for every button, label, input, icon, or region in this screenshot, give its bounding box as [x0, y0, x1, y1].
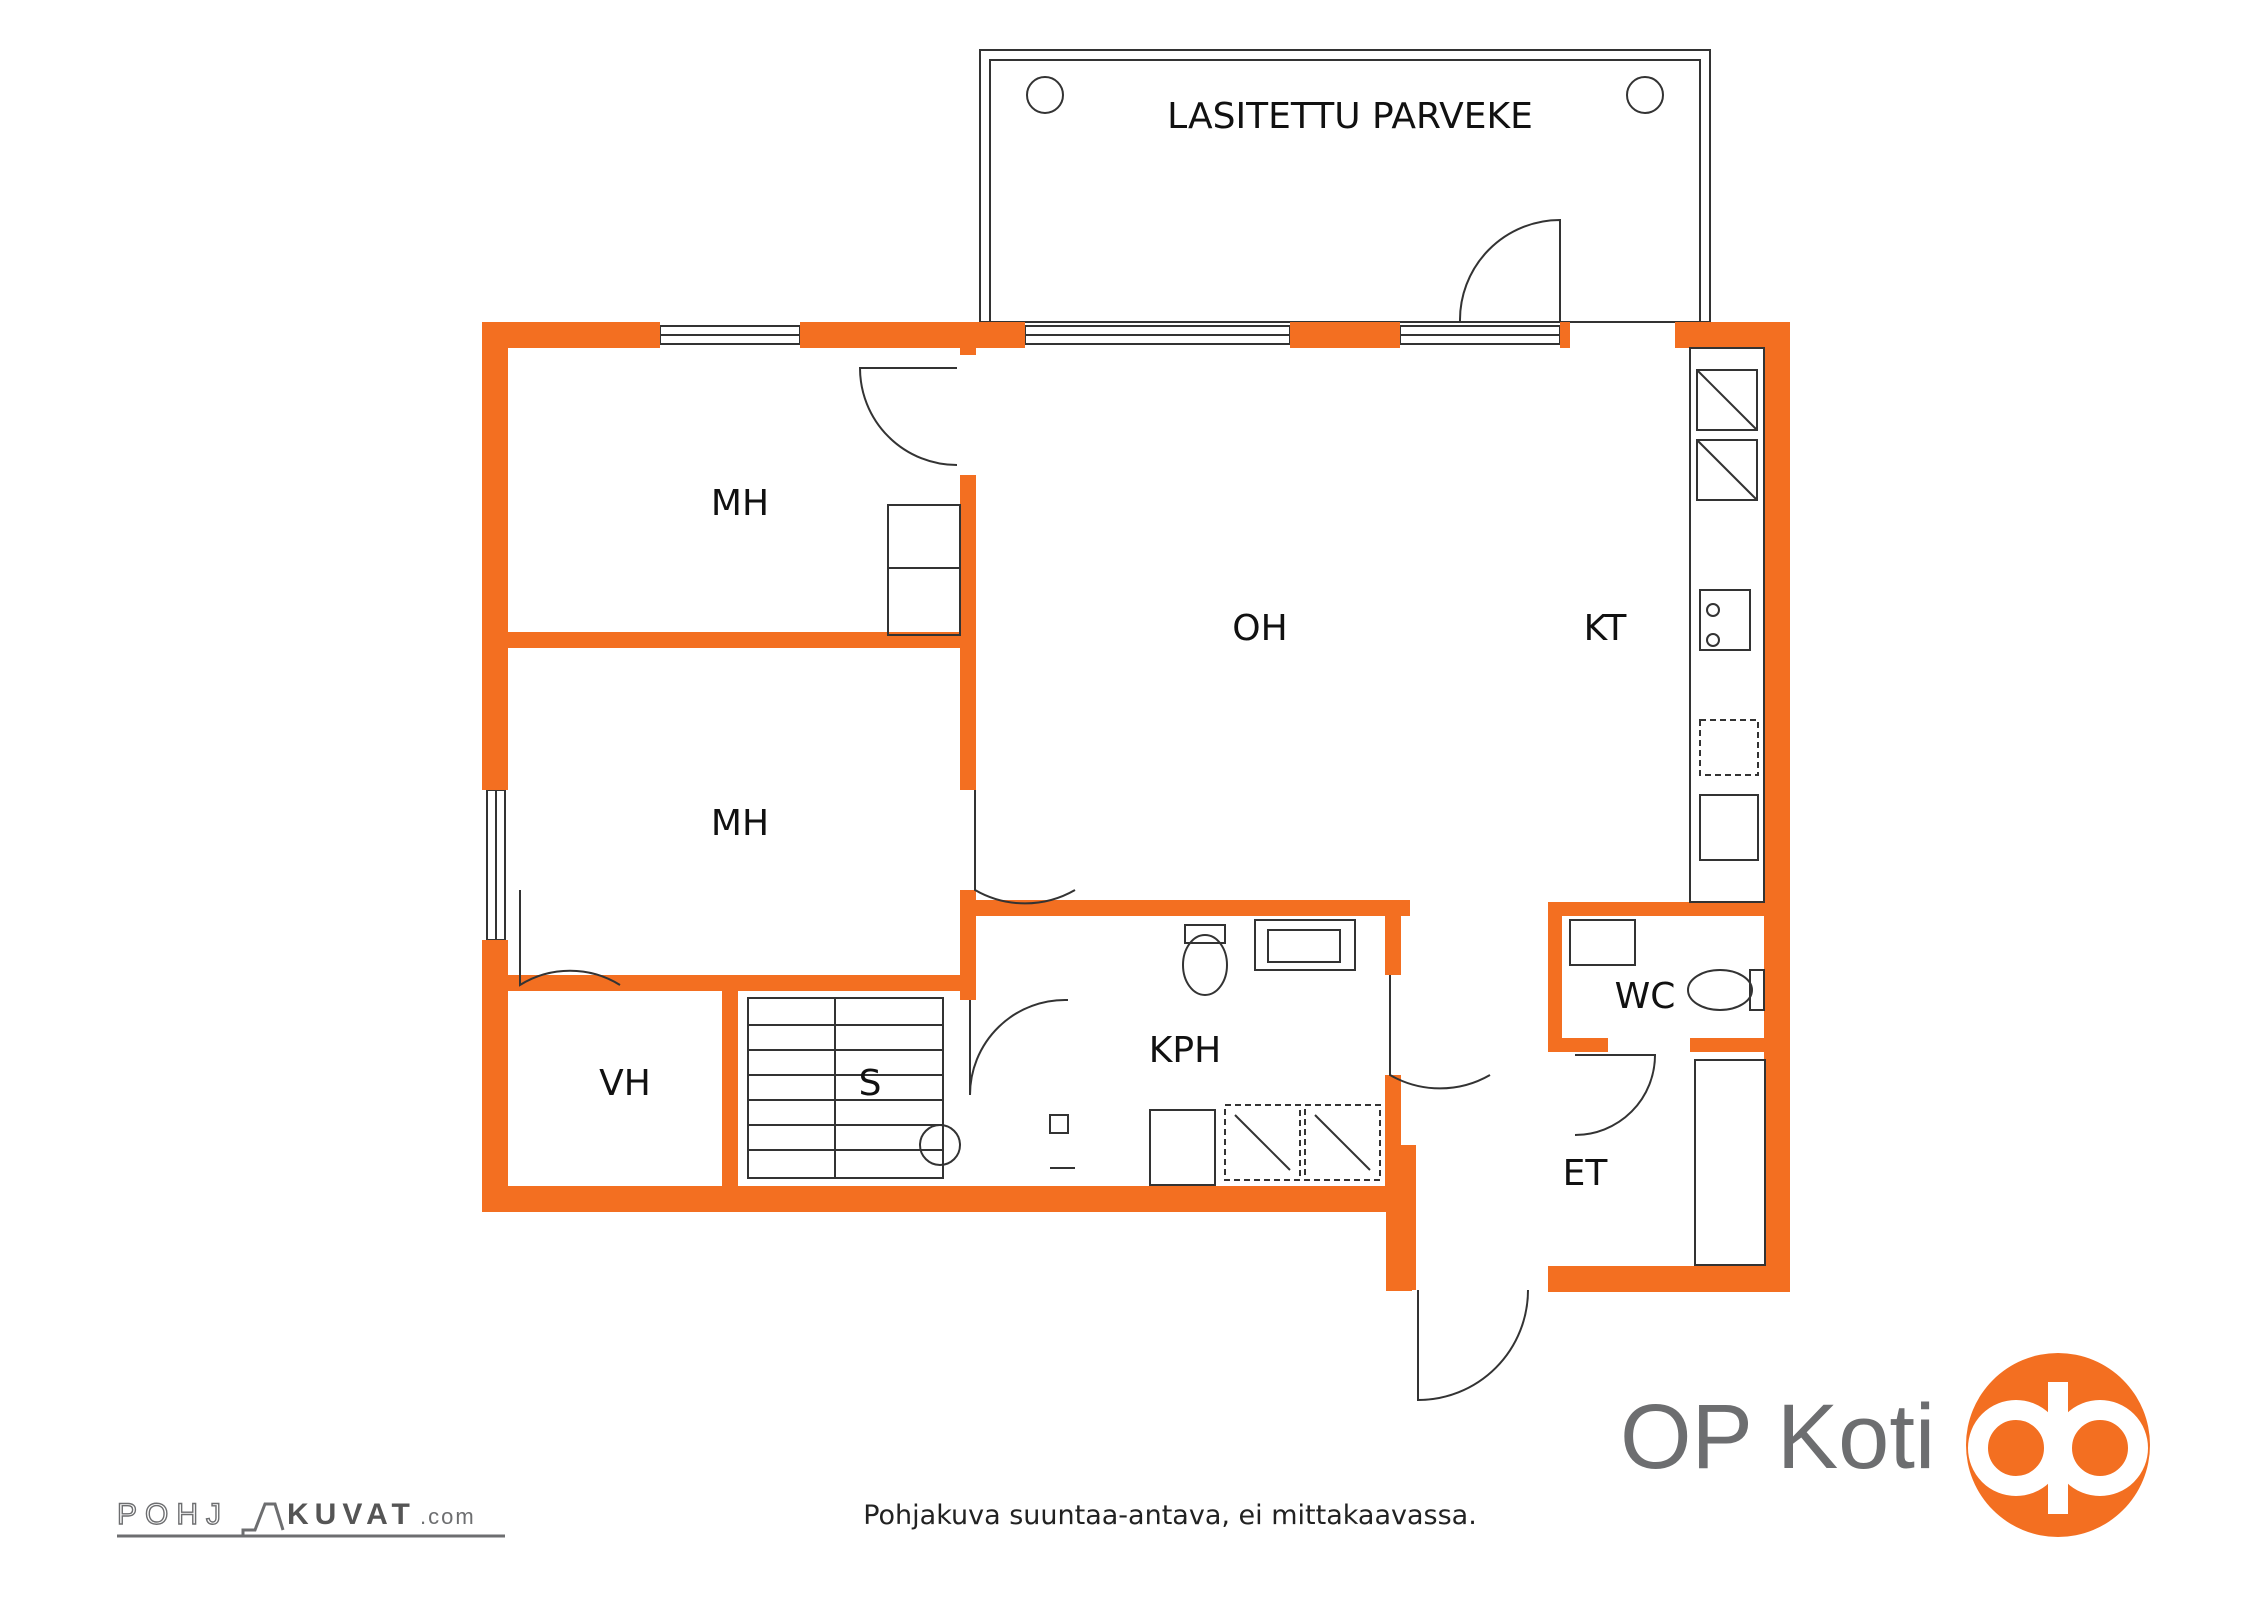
bathroom-fixtures	[1049, 919, 1381, 1186]
brand-name: OP Koti	[1620, 1386, 1936, 1488]
hall-storage	[1694, 1059, 1766, 1266]
wc-fixtures	[1569, 919, 1765, 1011]
label-sauna: S	[859, 1063, 882, 1104]
label-balcony: LASITETTU PARVEKE	[1167, 96, 1533, 137]
label-closet: VH	[599, 1063, 651, 1104]
wardrobe	[887, 504, 961, 636]
label-entry-hall: ET	[1563, 1153, 1609, 1194]
doors	[519, 218, 1657, 1402]
room-labels: LASITETTU PARVEKE MH OH KT MH KPH WC VH …	[599, 96, 1675, 1194]
op-logo-icon	[1966, 1353, 2150, 1537]
label-bathroom: KPH	[1149, 1030, 1221, 1071]
walls	[482, 322, 1790, 1292]
disclaimer-note: Pohjakuva suuntaa-antava, ei mittakaavas…	[863, 1500, 1477, 1531]
label-living-room: OH	[1232, 608, 1287, 649]
label-bedroom-1: MH	[711, 483, 769, 524]
pohjakuvat-logo-part1: POHJ	[117, 1498, 229, 1531]
sauna-benches	[747, 997, 961, 1179]
balcony	[979, 49, 1711, 323]
label-bedroom-2: MH	[711, 803, 769, 844]
pohjakuvat-logo-part2: KUVAT	[287, 1498, 416, 1531]
label-kitchen: KT	[1584, 608, 1628, 649]
label-toilet: WC	[1615, 976, 1676, 1017]
pohjakuvat-logo-icon: POHJ KUVAT .com	[116, 1497, 505, 1538]
kitchen-cabinets	[1689, 347, 1765, 903]
pohjakuvat-logo-suffix: .com	[420, 1504, 476, 1529]
